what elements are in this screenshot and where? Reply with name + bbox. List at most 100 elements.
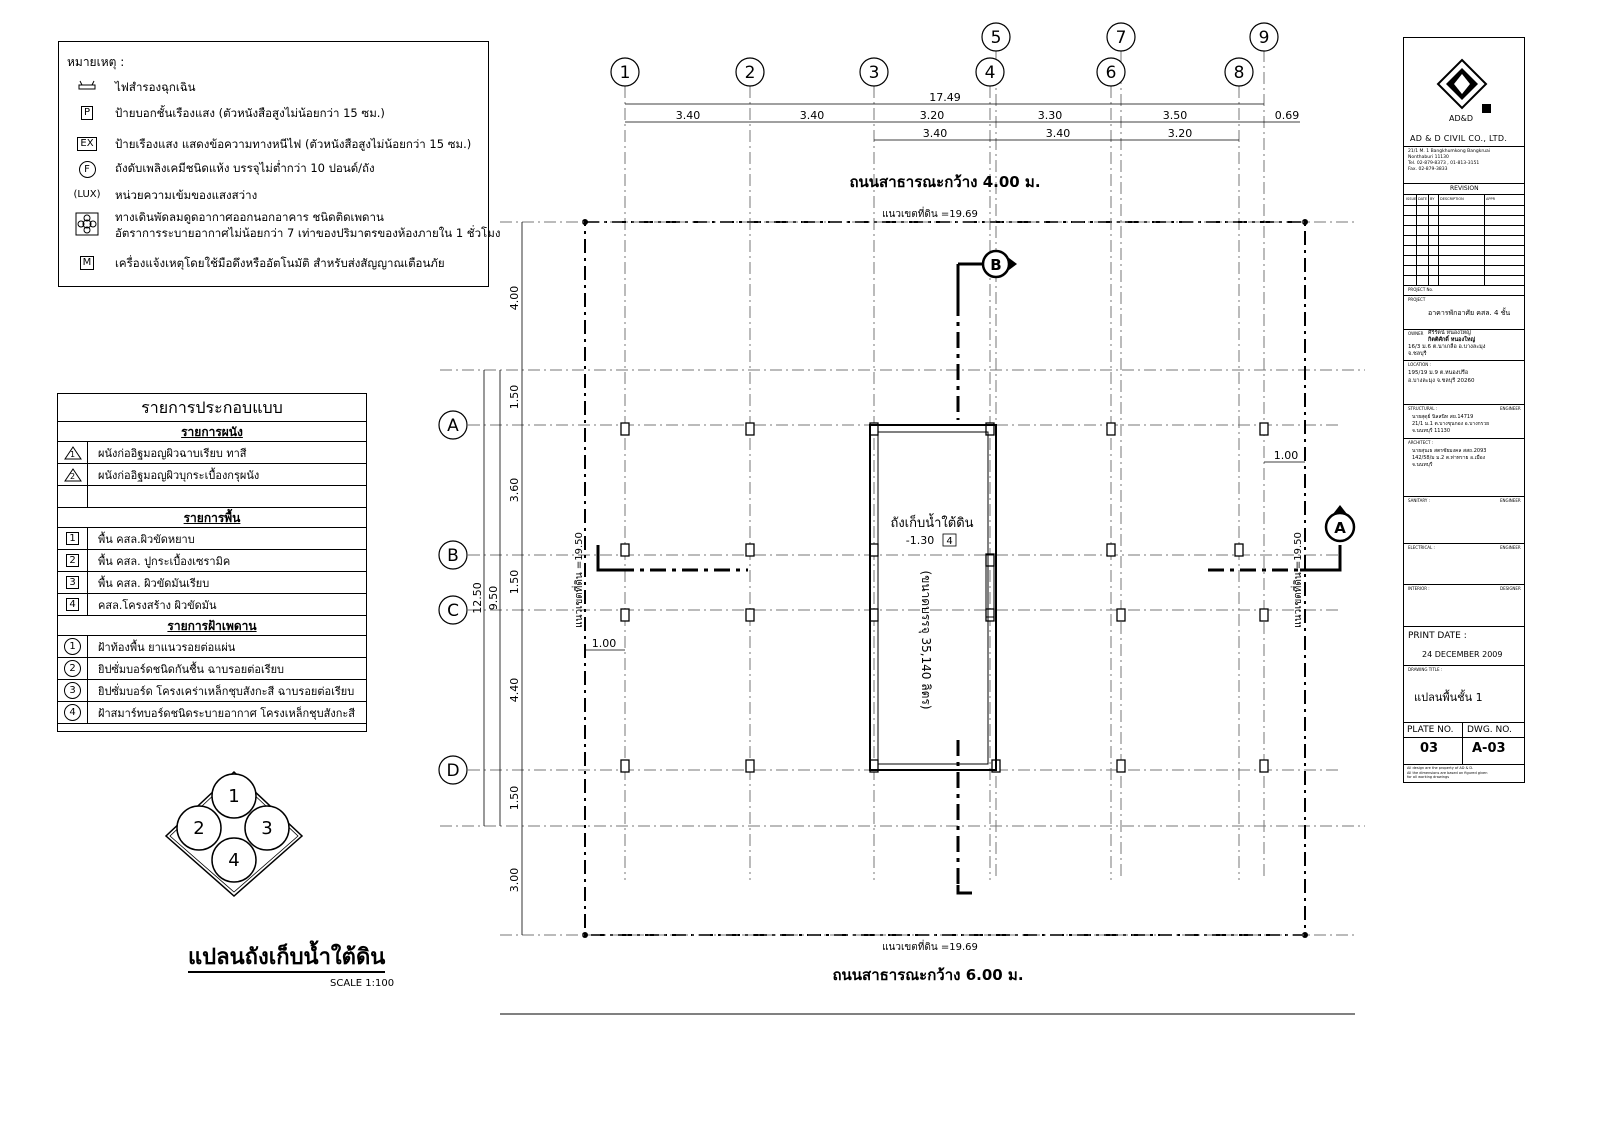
schedule-text: ฝ้าสมาร์ทบอร์ดชนิดระบายอากาศ โครงเหล็กชุ… — [98, 706, 355, 720]
legend-title: หมายเหตุ : — [67, 55, 125, 69]
dim-top: 3.30 — [1038, 109, 1063, 122]
tank-capacity: (ขนาดบรรจุ 35,140 ลิตร) — [918, 570, 933, 709]
footer-note: All design are the property of AD & D.Al… — [1407, 766, 1488, 779]
title-block: AD&D AD & D CIVIL CO., LTD. 21/1 M. 1 Ba… — [1403, 37, 1525, 783]
grid-row-bubble — [438, 595, 468, 625]
revision-col-head: BY — [1430, 197, 1435, 201]
legend-item-text: ทางเดินพัดลมดูดอากาศออกนอกอาคาร ชนิดติดเ… — [115, 210, 384, 224]
boundary-top-label: แนวเขตที่ดิน =19.69 — [882, 206, 978, 220]
dim-left: 4.00 — [508, 286, 521, 311]
grid-col-label: 4 — [985, 63, 996, 83]
grid-col-bubble — [1106, 22, 1136, 52]
plan-scale: SCALE 1:100 — [330, 978, 395, 989]
revision-head: REVISION — [1450, 185, 1479, 192]
floor-plan: .grid { stroke:#777; stroke-width:1; str… — [438, 22, 1365, 1015]
column — [869, 543, 879, 557]
property-boundary — [584, 221, 1306, 936]
grid-col-bubble — [1224, 57, 1254, 87]
finish-key-label-1: 1 — [228, 786, 239, 807]
dim-top: 3.40 — [923, 127, 948, 140]
grid-row-label: D — [446, 761, 459, 781]
boundary-left-label: แนวเขตที่ดิน =19.50 — [571, 532, 585, 628]
dim-top: 3.40 — [800, 109, 825, 122]
grid-col-label: 9 — [1259, 28, 1270, 48]
schedule-code: 3 — [58, 680, 88, 701]
section-cut-b: B — [956, 249, 1017, 895]
company-name: AD & D CIVIL CO., LTD. — [1410, 134, 1508, 143]
revision-col-head: DESCRIPTION — [1440, 197, 1464, 201]
tank-name: ถังเก็บน้ำใต้ดิน — [890, 513, 973, 531]
schedule-code: 3 — [58, 572, 88, 593]
offset-dim-left: 1.00 — [592, 637, 617, 650]
finish-key-circle-3 — [244, 805, 290, 851]
legend-symbol: (LUX) — [73, 189, 101, 200]
boundary-bottom-label: แนวเขตที่ดิน =19.69 — [882, 939, 978, 953]
designer-label: DESIGNER — [1500, 586, 1521, 591]
engineer-label: ENGINEER — [1500, 545, 1521, 550]
drawing-title-label: DRAWING TITLE : — [1408, 667, 1443, 672]
grid-col-bubble — [859, 57, 889, 87]
project-name: อาคารพักอาศัย คสล. 4 ชั้น — [1428, 309, 1511, 317]
architect-label: ARCHITECT : — [1408, 440, 1434, 445]
print-date: 24 DECEMBER 2009 — [1422, 650, 1503, 659]
dim-left: 3.60 — [508, 478, 521, 503]
plan-title: แปลนถังเก็บน้ำใต้ดิน — [188, 945, 386, 973]
column — [1259, 608, 1269, 622]
column — [620, 422, 630, 436]
schedule-code: 1 — [58, 442, 88, 463]
company-logo-icon — [1436, 58, 1491, 113]
finish-key-label-3: 3 — [261, 818, 272, 839]
column — [745, 608, 755, 622]
legend-symbol: M — [73, 256, 101, 270]
dim-left: 1.50 — [508, 786, 521, 811]
location-info: 195/19 ม.9 ต.หนองปรืออ.บางละมุง จ.ชลบุรี… — [1408, 370, 1475, 384]
ventilation-fan-icon — [73, 212, 101, 241]
dim-top: 3.20 — [1168, 127, 1193, 140]
grid-row-bubble — [438, 540, 468, 570]
column — [745, 759, 755, 773]
dim-top: 3.50 — [1163, 109, 1188, 122]
grid-col-bubble — [1249, 22, 1279, 52]
finish-key-diagram: 1 2 3 4 — [164, 770, 304, 898]
left-dimensions: 4.00 1.50 3.60 1.50 4.40 1.50 3.00 12.50… — [471, 222, 523, 935]
schedule-header-row: รายการผนัง — [58, 422, 366, 442]
drawing-title: แปลนพื้นชั้น 1 — [1414, 691, 1483, 704]
interior-label: INTERIOR : — [1408, 586, 1430, 591]
plate-no: 03 — [1420, 741, 1439, 756]
legend-symbol: F — [73, 161, 101, 178]
schedule-code: 1 — [58, 528, 88, 549]
road-bottom-label: ถนนสาธารณะกว้าง 6.00 ม. — [832, 966, 1023, 984]
underground-water-tank — [869, 424, 997, 771]
schedule-header-row: รายการฝ้าเพดาน — [58, 616, 366, 636]
owner-label: OWNER — [1408, 331, 1424, 336]
grid-col-label: 3 — [869, 63, 880, 83]
grid-col-label: 8 — [1234, 63, 1245, 83]
schedule-code: 2 — [58, 464, 88, 485]
grid-col-label: 7 — [1116, 28, 1127, 48]
schedule-blank-row — [58, 486, 366, 508]
schedule-text: ฝ้าท้องพื้น ยาแนวรอยต่อแผ่น — [98, 640, 236, 654]
grid-col-label: 5 — [991, 28, 1002, 48]
grid-col-bubble — [1096, 57, 1126, 87]
schedule-row: 3 ยิปซั่มบอร์ด โครงเคร่าเหล็กชุบสังกะสี ฉ… — [58, 680, 366, 702]
schedule-text: ผนังก่ออิฐมอญผิวบุกระเบื้องกรุผนัง — [98, 468, 260, 482]
grid-col-bubble — [975, 57, 1005, 87]
engineer-label: ENGINEER — [1500, 406, 1521, 411]
grid-col-bubble — [610, 57, 640, 87]
floors-head: รายการพื้น — [183, 511, 241, 525]
legend-item-text: ถังดับเพลิงเคมีชนิดแห้ง บรรจุไม่ต่ำกว่า … — [115, 161, 375, 175]
schedule-code: 4 — [58, 594, 88, 615]
grid-row-label: C — [447, 601, 459, 621]
grid-col-label: 1 — [620, 63, 631, 83]
schedule-text: ยิปซั่มบอร์ด โครงเคร่าเหล็กชุบสังกะสี ฉา… — [98, 684, 355, 698]
column — [869, 608, 879, 622]
logo-text: AD&D — [1449, 114, 1474, 123]
electrical-label: ELECTRICAL : — [1408, 545, 1435, 550]
